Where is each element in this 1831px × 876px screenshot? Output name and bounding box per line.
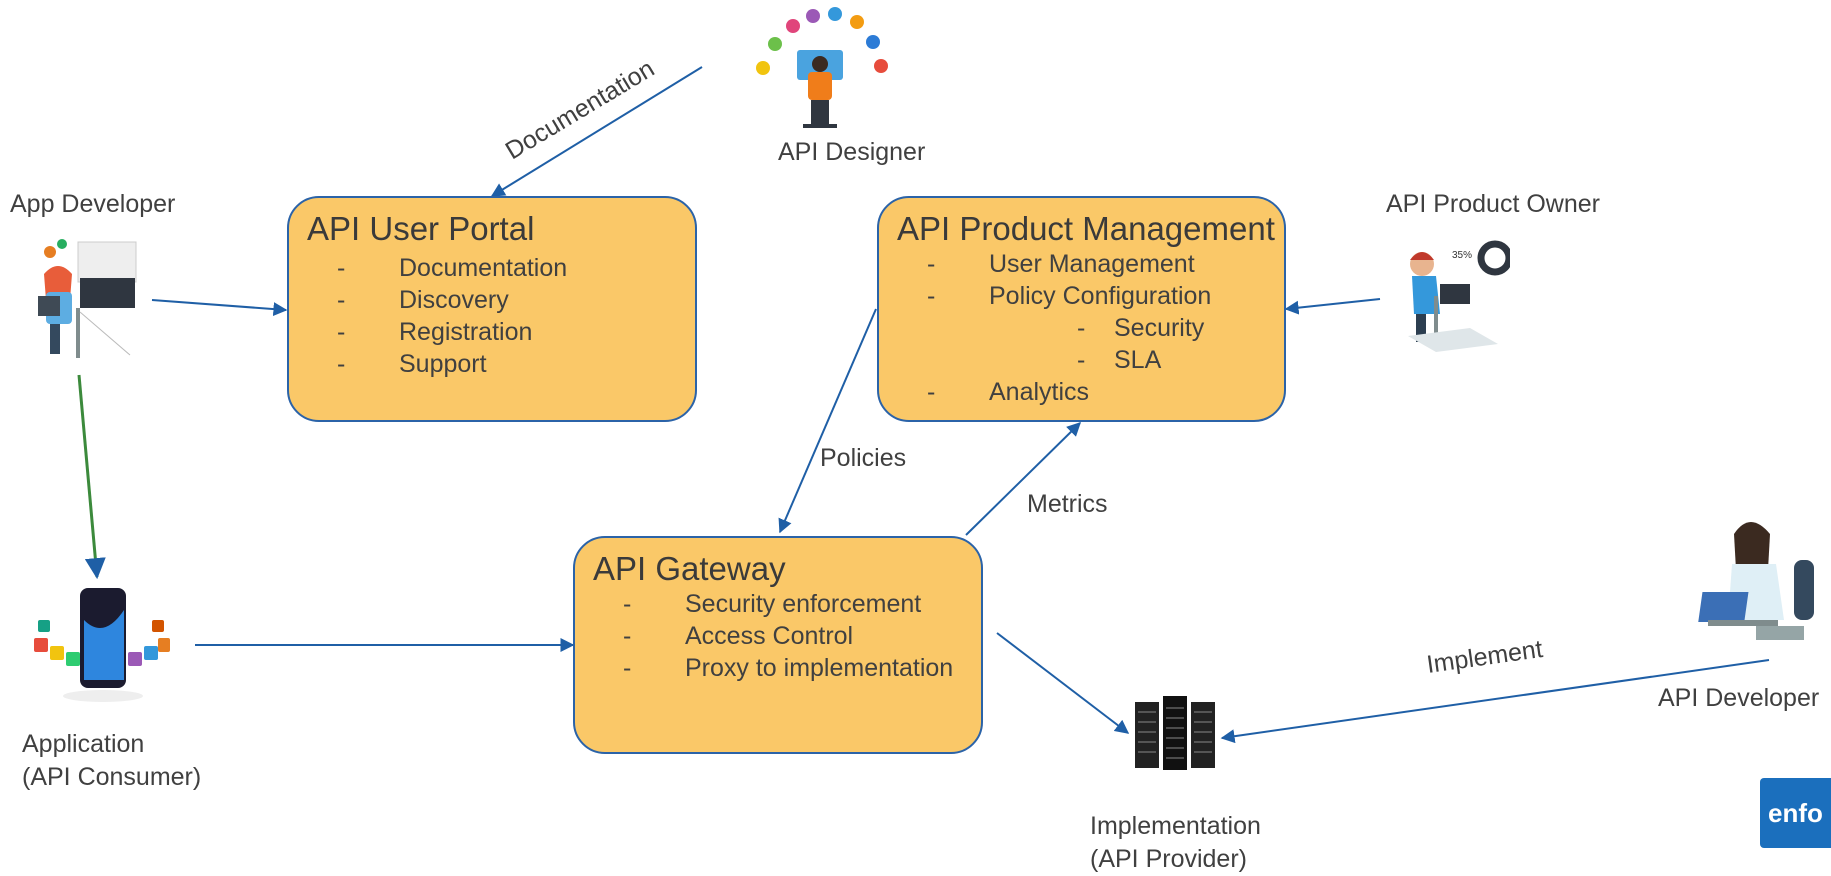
api-product-owner-illustration: 35% (1408, 240, 1510, 352)
implementation-line-1: Implementation (1090, 812, 1261, 840)
actor-label-api-developer: API Developer (1658, 684, 1820, 712)
server-rack-icon (1135, 696, 1215, 770)
list-item: -Analytics (927, 378, 1090, 406)
actor-label-api-product-owner: API Product Owner (1386, 190, 1600, 218)
edge-label-metrics: Metrics (1027, 490, 1108, 518)
list-item: -Security enforcement (623, 590, 922, 618)
product-management-list: -User Management -Policy Configuration -… (927, 248, 1277, 408)
list-item: -Discovery (337, 286, 509, 314)
edge-label-documentation: Documentation (501, 55, 660, 166)
arrow-productowner-to-management (1284, 298, 1381, 315)
api-developer-illustration (1698, 522, 1814, 640)
actor-label-implementation: Implementation (API Provider) (1090, 810, 1261, 875)
arrow-gateway-to-implementation (996, 632, 1130, 734)
application-line-2: (API Consumer) (22, 762, 202, 791)
api-user-portal-box: API User Portal -Documentation -Discover… (287, 196, 697, 422)
arrow-management-to-gateway (778, 308, 877, 534)
api-gateway-box: API Gateway -Security enforcement -Acces… (573, 536, 983, 754)
list-item: -User Management (927, 250, 1195, 278)
list-item: -Access Control (623, 622, 854, 650)
actor-label-api-designer: API Designer (778, 138, 926, 166)
arrow-designer-to-portal (490, 66, 703, 197)
arrow-apidev-to-implementation (1220, 659, 1770, 744)
box-title-product-management: API Product Management (897, 210, 1275, 247)
list-item: -Security (1077, 314, 1205, 342)
list-item: -Documentation (337, 254, 568, 282)
arrow-gateway-to-management (965, 422, 1081, 536)
gateway-list: -Security enforcement -Access Control -P… (623, 588, 973, 684)
user-portal-list: -Documentation -Discovery -Registration … (337, 252, 677, 380)
arrow-appdev-to-portal (151, 299, 288, 317)
api-designer-illustration (756, 7, 888, 128)
list-item: -SLA (1077, 346, 1162, 374)
enfo-logo: enfo (1760, 778, 1831, 848)
arrow-appdev-to-application (77, 374, 106, 580)
edge-label-implement: Implement (1425, 635, 1545, 679)
app-developer-illustration (38, 239, 137, 358)
implementation-line-2: (API Provider) (1090, 844, 1247, 873)
box-title-gateway: API Gateway (593, 550, 786, 587)
list-item: -Proxy to implementation (623, 654, 954, 682)
svg-text:35%: 35% (1452, 250, 1472, 261)
application-phone-illustration (34, 588, 170, 702)
list-item: -Support (337, 350, 487, 378)
edge-label-policies: Policies (820, 444, 906, 472)
actor-label-app-developer: App Developer (10, 190, 176, 218)
application-line-1: Application (22, 730, 145, 758)
actor-label-application: Application (API Consumer) (22, 728, 201, 793)
api-product-management-box: API Product Management -User Management … (877, 196, 1286, 422)
list-item: -Policy Configuration (927, 282, 1212, 310)
list-item: -Registration (337, 318, 533, 346)
box-title-user-portal: API User Portal (307, 210, 535, 247)
